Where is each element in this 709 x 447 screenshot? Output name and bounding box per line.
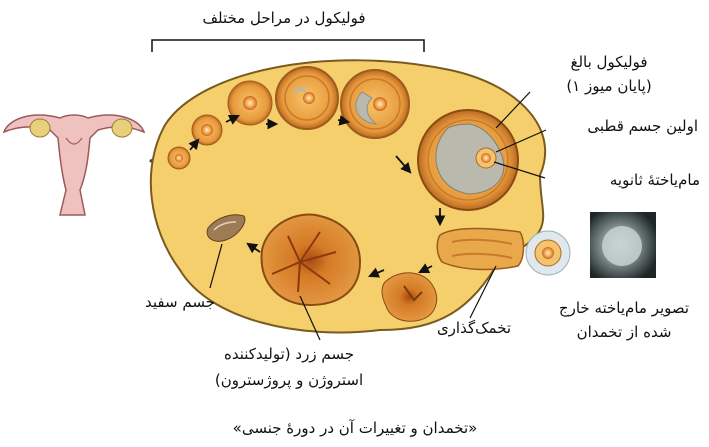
label-corpus-luteum-hormones: استروژن و پروژسترون)	[184, 370, 394, 390]
label-corpus-luteum: جسم زرد (تولیدکننده	[184, 344, 394, 364]
label-first-polar-body: اولین جسم قطبی	[548, 116, 698, 136]
label-ovulation: تخمک‌گذاری	[412, 318, 536, 338]
oocyte-photo	[590, 212, 656, 278]
antral-follicle-late	[341, 70, 409, 138]
primordial-follicle	[168, 147, 190, 169]
uterus-icon	[4, 115, 176, 215]
label-secondary-oocyte: مام‌یاختهٔ ثانویه	[540, 170, 700, 190]
label-mature-follicle-meiosis: (پایان میوز ۱)	[534, 76, 684, 96]
top-bracket	[152, 40, 424, 52]
label-ovulated-oocyte-photo: تصویر مام‌یاخته خارج	[540, 298, 708, 318]
label-follicle-stages: فولیکول در مراحل مختلف	[168, 8, 400, 28]
corpus-luteum	[262, 214, 360, 305]
mature-follicle	[418, 110, 518, 210]
label-mature-follicle: فولیکول بالغ	[534, 52, 684, 72]
corpus-luteum-forming	[382, 273, 437, 321]
label-ovulated-oocyte-photo-2: شده از تخمدان	[540, 322, 708, 342]
label-corpus-albicans: جسم سفید	[122, 292, 238, 312]
antral-follicle-early	[276, 67, 338, 129]
figure-caption: «تخمدان و تغییرات آن در دورهٔ جنسی»	[200, 418, 510, 438]
